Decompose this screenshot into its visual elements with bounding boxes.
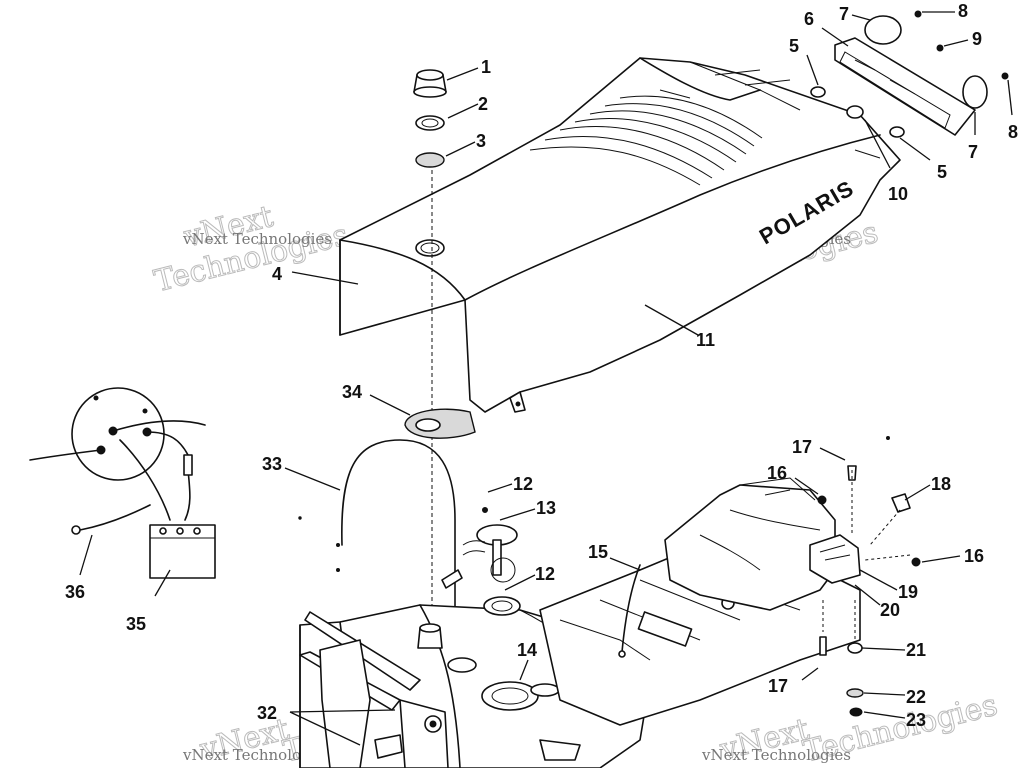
seal-icon bbox=[415, 152, 445, 168]
callout-33: 33 bbox=[262, 454, 282, 474]
callout-8a: 8 bbox=[958, 1, 968, 21]
taillight-assembly bbox=[810, 10, 1009, 138]
callout-5b: 5 bbox=[937, 162, 947, 182]
reflector-top-icon bbox=[864, 15, 902, 45]
callout-12a: 12 bbox=[513, 474, 533, 494]
callout-13: 13 bbox=[536, 498, 556, 518]
callout-numbers: 1 2 3 4 5 5 6 7 7 8 8 9 10 11 12 12 13 1… bbox=[65, 1, 1018, 730]
callout-15: 15 bbox=[588, 542, 608, 562]
callout-35: 35 bbox=[126, 614, 146, 634]
callout-8b: 8 bbox=[1008, 122, 1018, 142]
callout-10: 10 bbox=[888, 184, 908, 204]
watermark-small-4: vNext Technologies bbox=[701, 746, 851, 764]
callout-11: 11 bbox=[696, 330, 715, 350]
callout-2: 2 bbox=[478, 94, 488, 114]
gasket-34 bbox=[404, 408, 476, 439]
callout-18: 18 bbox=[931, 474, 951, 494]
callout-17a: 17 bbox=[792, 437, 812, 457]
callout-12b: 12 bbox=[535, 564, 555, 584]
wiring-assembly bbox=[29, 387, 216, 579]
pump-ring-icon bbox=[481, 681, 539, 711]
bulb-icon bbox=[846, 105, 864, 119]
callout-19: 19 bbox=[898, 582, 918, 602]
callout-32: 32 bbox=[257, 703, 277, 723]
ring-terminal-icon bbox=[71, 525, 81, 535]
taillight-housing bbox=[834, 37, 976, 136]
callout-7b: 7 bbox=[968, 142, 978, 162]
seat-assembly: POLARIS bbox=[339, 57, 901, 413]
callout-5a: 5 bbox=[789, 36, 799, 56]
watermark-small-1: vNext Technologies bbox=[182, 230, 332, 248]
callout-9: 9 bbox=[972, 29, 982, 49]
seat-fuel-opening bbox=[415, 239, 445, 257]
callout-17b: 17 bbox=[768, 676, 788, 696]
callout-22: 22 bbox=[906, 687, 926, 707]
callout-leaders bbox=[79, 11, 1013, 746]
callout-7a: 7 bbox=[839, 4, 849, 24]
callout-21: 21 bbox=[906, 640, 926, 660]
gas-cap-stack bbox=[413, 69, 447, 640]
callout-6: 6 bbox=[804, 9, 814, 29]
callout-1: 1 bbox=[481, 57, 491, 77]
fuel-tank-assembly bbox=[299, 439, 921, 768]
watermark-small-3: vNext Technologies bbox=[182, 746, 332, 764]
callout-20: 20 bbox=[880, 600, 900, 620]
callout-16a: 16 bbox=[767, 463, 787, 483]
side-panel bbox=[319, 639, 371, 768]
bracket-icon bbox=[809, 534, 861, 584]
callout-16b: 16 bbox=[964, 546, 984, 566]
callout-4: 4 bbox=[272, 264, 282, 284]
callout-23: 23 bbox=[906, 710, 926, 730]
callout-36: 36 bbox=[65, 582, 85, 602]
callout-3: 3 bbox=[476, 131, 486, 151]
reflector-right-icon bbox=[962, 75, 988, 109]
callout-34: 34 bbox=[342, 382, 362, 402]
sender-ring-icon bbox=[483, 596, 521, 616]
seat-body bbox=[339, 57, 901, 413]
gasket-icon bbox=[415, 115, 445, 131]
callout-14: 14 bbox=[517, 640, 537, 660]
